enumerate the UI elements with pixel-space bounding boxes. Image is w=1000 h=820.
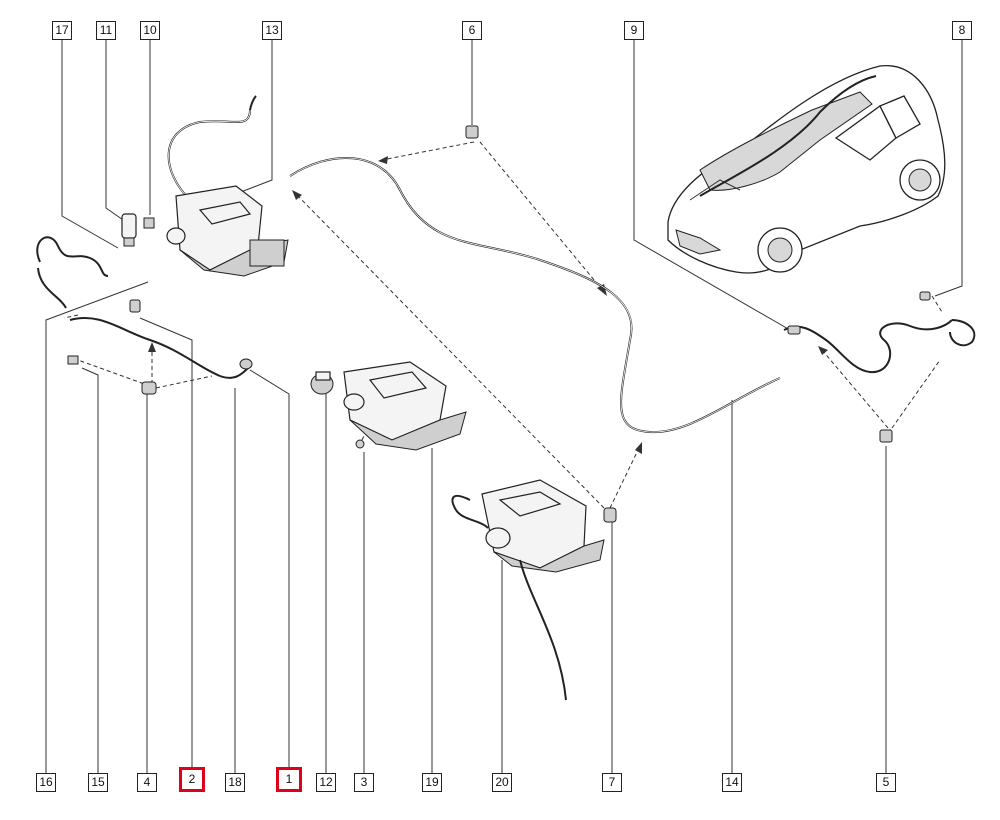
- callout-2-highlighted: 2: [179, 767, 205, 792]
- callout-5: 5: [876, 773, 896, 792]
- callout-19: 19: [422, 773, 442, 792]
- pump-12: [310, 371, 334, 395]
- callout-20: 20: [492, 773, 512, 792]
- rear-hose-branches: [36, 236, 251, 379]
- nozzle-9: [787, 325, 801, 335]
- callout-3: 3: [354, 773, 374, 792]
- callout-13: 13: [262, 21, 282, 40]
- callout-8: 8: [952, 21, 972, 40]
- clip-8: [919, 291, 931, 301]
- car-illustration: [667, 65, 946, 274]
- washer-hose-main: [289, 157, 781, 434]
- washer-reservoir-upper: [166, 185, 289, 277]
- pump-seal: [143, 217, 155, 229]
- callout-16: 16: [36, 773, 56, 792]
- clip-15: [67, 355, 79, 365]
- clip-5: [879, 429, 893, 443]
- grommet-4: [141, 381, 157, 395]
- callout-17: 17: [52, 21, 72, 40]
- callout-1-highlighted: 1: [276, 767, 302, 792]
- callout-15: 15: [88, 773, 108, 792]
- callout-9: 9: [624, 21, 644, 40]
- washer-hose-right: [783, 319, 976, 374]
- callout-11: 11: [96, 21, 116, 40]
- callout-10: 10: [140, 21, 160, 40]
- washer-hose-upper: [167, 95, 257, 201]
- washer-reservoir-middle: [343, 361, 467, 451]
- washer-pump: [121, 213, 137, 247]
- washer-reservoir-lower: [451, 479, 605, 701]
- nozzle-2: [129, 299, 141, 313]
- callout-12: 12: [316, 773, 336, 792]
- nozzle-1: [239, 358, 253, 370]
- callout-18: 18: [225, 773, 245, 792]
- clip-7: [603, 507, 617, 523]
- leader-lines: [45, 38, 963, 773]
- screw-3: [355, 439, 365, 449]
- callout-4: 4: [137, 773, 157, 792]
- callout-14: 14: [722, 773, 742, 792]
- clip-6: [465, 125, 479, 139]
- callout-7: 7: [602, 773, 622, 792]
- callout-6: 6: [462, 21, 482, 40]
